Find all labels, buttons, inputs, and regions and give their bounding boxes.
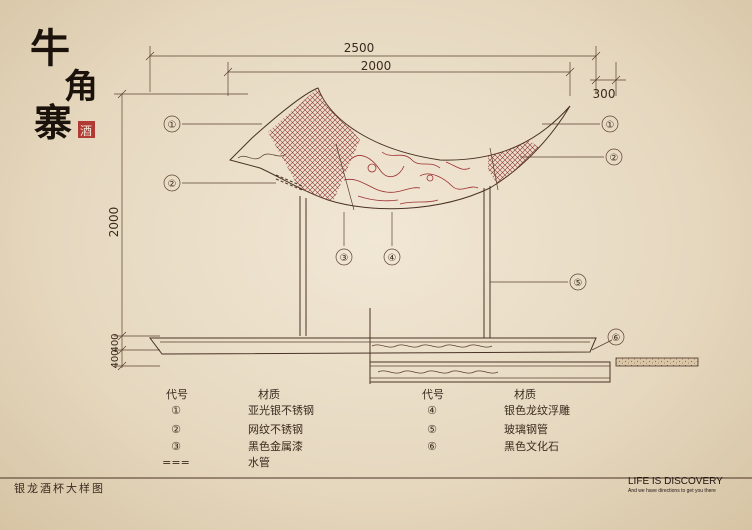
leader-lines [182, 123, 613, 351]
slogan: LIFE IS DISCOVERY [628, 476, 723, 487]
legend-left-material: 亚光银不锈钢 [248, 403, 314, 417]
support-posts [299, 186, 491, 384]
legend-left-code: === [162, 456, 190, 469]
legend-right-code: ④ [427, 404, 437, 417]
callout-6: ⑥ [612, 333, 621, 344]
footer: 银龙酒杯大样图 LIFE IS DISCOVERY And we have di… [0, 476, 752, 495]
legend-left-material: 黑色金属漆 [248, 439, 303, 453]
material-legend: 代号 材质 代号 材质 ① 亚光银不锈钢 ② 网纹不锈钢 ③ 黑色金属漆 ===… [162, 387, 570, 469]
drawing-title: 银龙酒杯大样图 [14, 481, 105, 495]
black-stone-slab [615, 357, 699, 367]
callout-1-right: ① [606, 120, 615, 131]
legend-left-code-header: 代号 [166, 388, 188, 401]
callout-5: ⑤ [574, 278, 583, 289]
logo-char-3: 寨 [34, 100, 72, 145]
dim-right-offset: 300 [593, 87, 616, 101]
legend-left-material: 网纹不锈钢 [248, 422, 303, 436]
callout-2-left: ② [168, 179, 177, 190]
mesh-panel-left [268, 88, 360, 204]
legend-right-code: ⑥ [427, 440, 437, 453]
callout-1-left: ① [168, 120, 177, 131]
legend-left-code: ② [171, 423, 181, 436]
legend-right-material: 黑色文化石 [504, 439, 559, 453]
tagline: And we have directions to get you there [628, 488, 716, 494]
callouts: ① ① ② ② ③ ④ ⑤ ⑥ [163, 115, 625, 346]
legend-left-material-header: 材质 [258, 387, 280, 401]
base [149, 337, 699, 383]
legend-left-code: ③ [171, 440, 181, 453]
dimension-top: 2500 2000 300 [145, 41, 626, 101]
horn-cup [229, 87, 571, 211]
callout-4: ④ [388, 253, 397, 264]
legend-left-code: ① [171, 404, 181, 417]
legend-right-code: ⑤ [427, 423, 437, 436]
callout-3: ③ [340, 253, 349, 264]
legend-right-code-header: 代号 [422, 388, 444, 401]
dragon-relief [343, 151, 479, 205]
logo-char-1: 牛 [30, 25, 70, 72]
dim-base-height-a: 400 [110, 333, 121, 352]
dim-main-height: 2000 [107, 207, 121, 238]
logo-seal-icon [78, 121, 95, 138]
dimension-left: 2000 400 400 [107, 89, 248, 371]
legend-right-material: 银色龙纹浮雕 [504, 403, 570, 417]
dim-total-width: 2500 [344, 41, 375, 55]
callout-2-right: ② [610, 153, 619, 164]
dim-inner-width: 2000 [361, 59, 392, 73]
logo-seal-char: 酒 [80, 124, 92, 138]
legend-right-material: 玻璃钢管 [504, 422, 548, 436]
logo-char-2: 角 [64, 67, 98, 107]
legend-left-material: 水管 [248, 455, 270, 469]
legend-right-material-header: 材质 [514, 387, 536, 401]
brand-logo: 牛 角 寨 酒 [30, 25, 98, 145]
dim-base-height-b: 400 [110, 349, 121, 368]
